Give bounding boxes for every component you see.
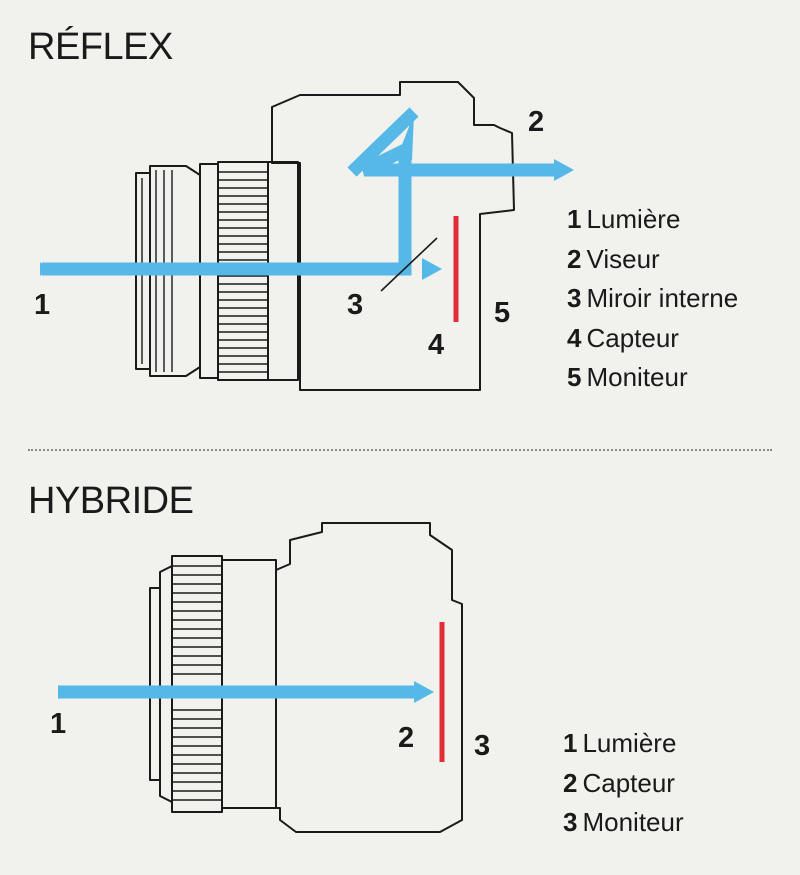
reflex-callout-mirror: 3 [347, 289, 364, 321]
reflex-title: RÉFLEX [28, 26, 173, 68]
hybride-callout-monitor: 3 [474, 730, 491, 762]
reflex-mirror [380, 237, 438, 292]
hybride-callout-light: 1 [50, 708, 67, 740]
hybride-lens-cap [149, 587, 161, 781]
reflex-lens-front [149, 165, 201, 377]
reflex-callout-monitor: 5 [494, 297, 511, 329]
hybride-lens-front [159, 565, 173, 803]
reflex-callout-light: 1 [34, 289, 51, 321]
reflex-camera-body [271, 81, 515, 391]
reflex-camera-diagram [40, 81, 574, 391]
hybride-camera-body [275, 522, 463, 833]
reflex-callout-viewfinder: 2 [528, 106, 545, 138]
section-divider [28, 449, 772, 451]
hybride-lens-mount [221, 559, 277, 809]
hybride-callout-sensor: 2 [398, 722, 415, 754]
hybride-title: HYBRIDE [28, 480, 194, 522]
reflex-lens-cap [135, 172, 151, 370]
reflex-callout-sensor: 4 [428, 329, 445, 361]
